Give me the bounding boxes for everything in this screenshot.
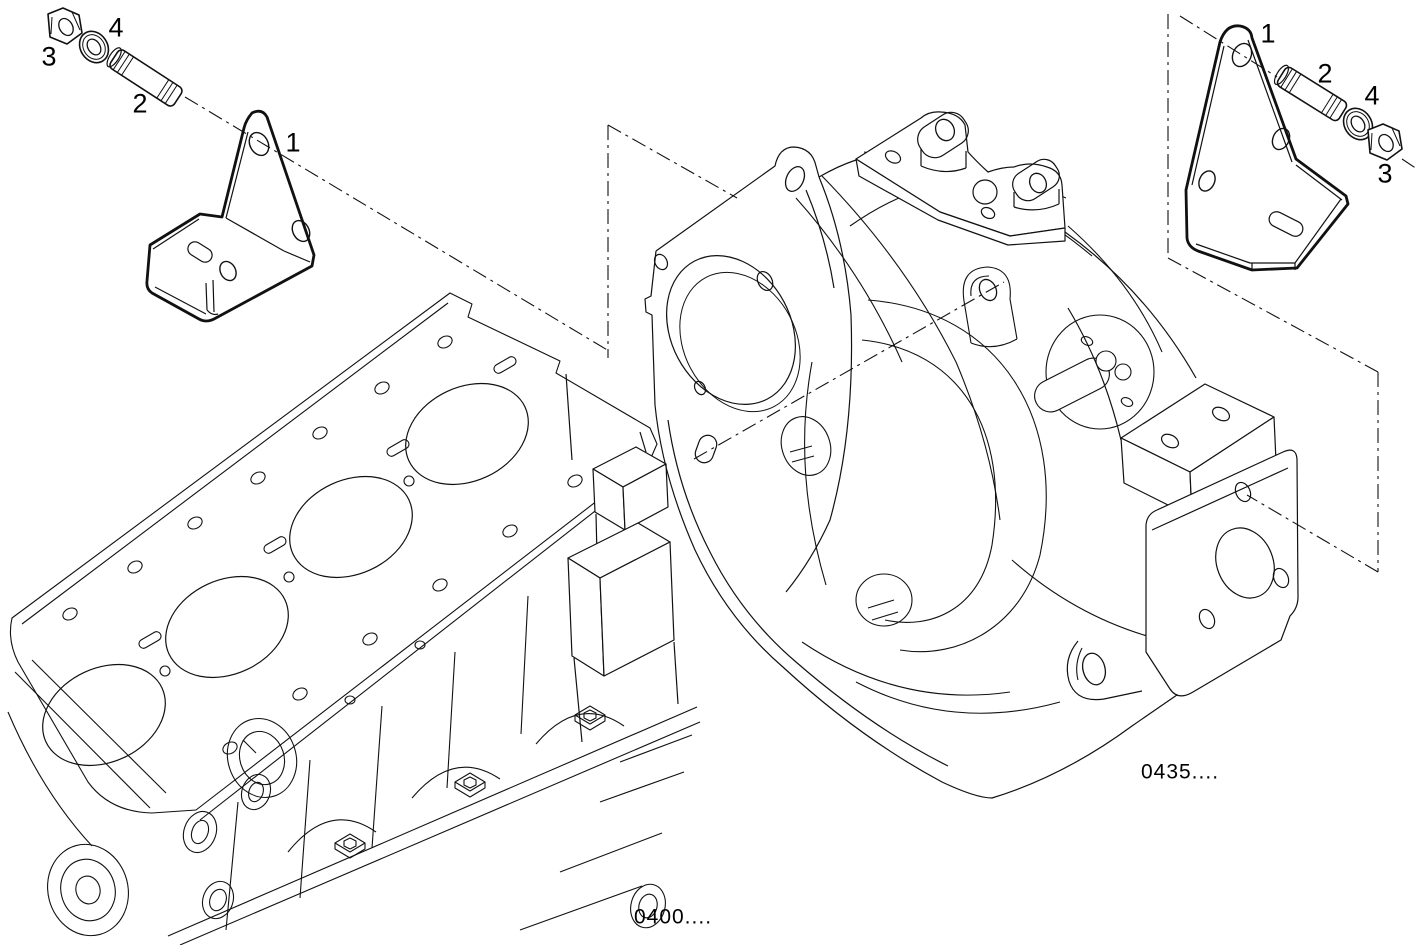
- left-stud: [106, 47, 183, 107]
- flywheel-housing-drawing: [644, 111, 1299, 799]
- housing-upper-mount-lug: [962, 266, 1018, 348]
- left-bracket-assembly: [47, 7, 316, 323]
- callout-right-stud: 2: [1317, 58, 1333, 89]
- left-nut: [47, 7, 83, 45]
- rail-nut-pads: [334, 705, 606, 859]
- callout-left-washer: 4: [108, 12, 124, 43]
- housing-front-plate: [644, 146, 853, 593]
- assembly-axis-lines: [184, 14, 1418, 573]
- callout-left-bracket: 1: [285, 127, 301, 158]
- callout-left-stud: 2: [132, 88, 148, 119]
- ref-label-flywheel-housing: 0435....: [1140, 760, 1220, 784]
- ref-label-engine-block: 0400....: [633, 905, 713, 929]
- left-washer: [78, 30, 110, 64]
- housing-silhouette: [654, 159, 1219, 799]
- left-bracket: [145, 109, 316, 323]
- right-stud: [1273, 64, 1348, 122]
- housing-right-face: [1145, 449, 1299, 697]
- callout-left-nut: 3: [41, 41, 57, 72]
- crank-seal: [47, 717, 298, 937]
- block-side-boxes: [565, 373, 679, 743]
- right-nut: [1367, 123, 1403, 161]
- deck-bolt-holes: [62, 335, 583, 755]
- block-bosses: [182, 773, 666, 929]
- right-bracket-assembly: [1184, 24, 1403, 272]
- right-bracket: [1184, 24, 1350, 272]
- callout-right-washer: 4: [1364, 80, 1380, 111]
- starter-boss: [1034, 314, 1155, 430]
- right-washer: [1342, 107, 1374, 141]
- callout-right-bracket: 1: [1260, 18, 1276, 49]
- engine-block-drawing: [7, 292, 701, 945]
- housing-top-pad: [855, 111, 1066, 246]
- callout-right-nut: 3: [1377, 158, 1393, 189]
- housing-bottom-lug: [1066, 632, 1146, 701]
